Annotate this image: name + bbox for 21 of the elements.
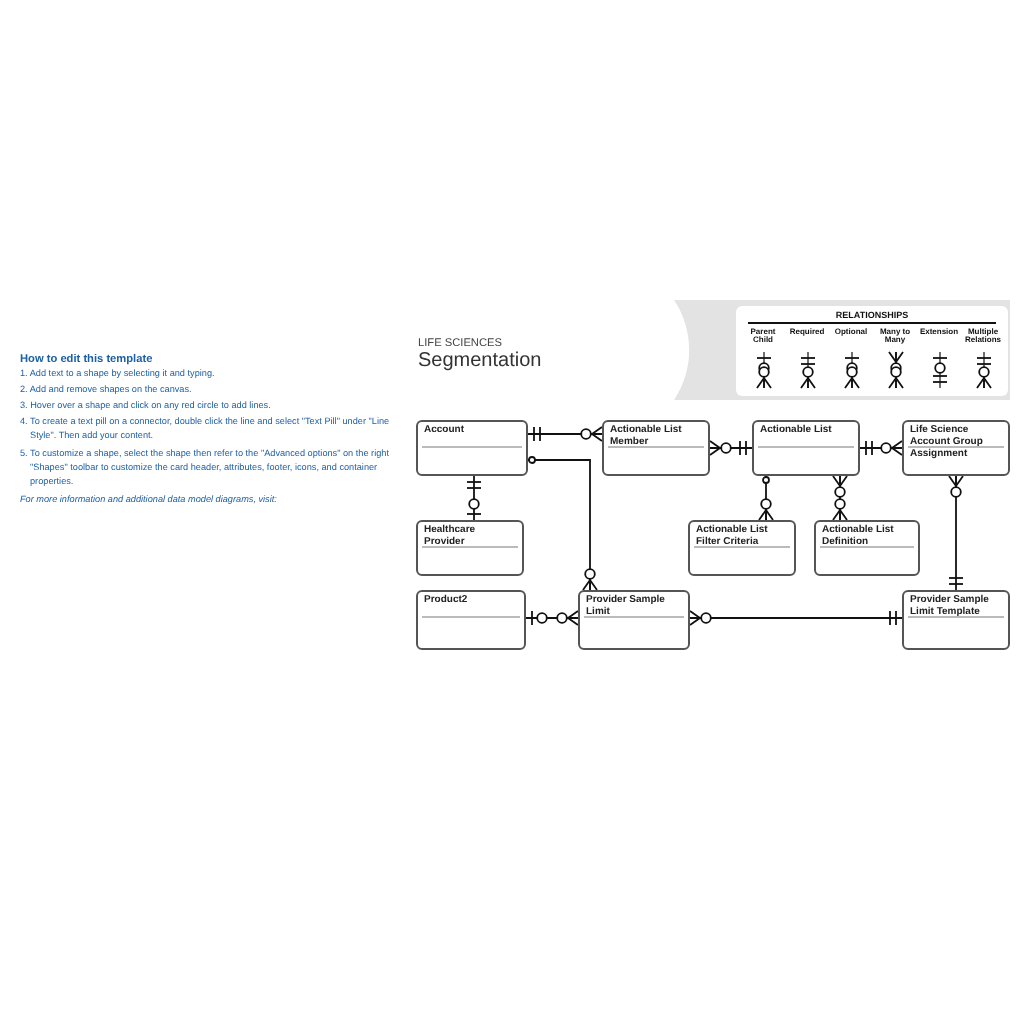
entity-card (814, 520, 920, 576)
diagram-title: Segmentation (418, 350, 542, 372)
entity-card (602, 420, 710, 476)
entity-card (688, 520, 796, 576)
relationship-line (527, 456, 598, 591)
relationship-line (466, 475, 482, 521)
relationship-line (832, 475, 848, 521)
entity-card (902, 420, 1010, 476)
entity-card (416, 520, 524, 576)
relationship-line (948, 475, 964, 591)
entity-card (416, 420, 528, 476)
entity-card (902, 590, 1010, 650)
relationship-line (689, 610, 903, 626)
relationship-line (709, 440, 753, 456)
entity-card (752, 420, 860, 476)
relationship-line (859, 440, 903, 456)
entity-card (578, 590, 690, 650)
relationship-line (758, 475, 774, 521)
entity-card (416, 590, 526, 650)
relationship-line (525, 610, 579, 626)
relationship-line (527, 426, 603, 442)
